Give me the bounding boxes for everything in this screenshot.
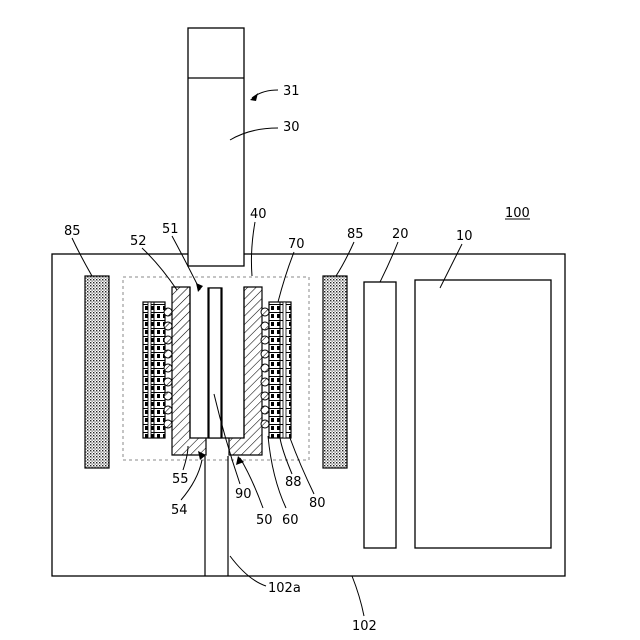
coil-60-right	[261, 308, 269, 428]
label-90: 90	[235, 487, 252, 502]
label-54: 54	[171, 503, 188, 518]
label-60: 60	[282, 513, 299, 528]
label-85-right: 85	[347, 227, 364, 242]
label-88: 88	[285, 475, 302, 490]
label-55: 55	[172, 472, 189, 487]
cartridge-30	[188, 28, 244, 266]
label-80: 80	[309, 496, 326, 511]
label-10: 10	[456, 229, 473, 244]
heater-film-right	[283, 302, 286, 438]
insulator-85-left	[85, 276, 109, 468]
label-50: 50	[256, 513, 273, 528]
label-102: 102	[352, 619, 377, 634]
insulator-85-right	[323, 276, 347, 468]
heater-film-left	[148, 302, 151, 438]
label-85-left: 85	[64, 224, 81, 239]
controller-20	[364, 282, 396, 548]
label-40: 40	[250, 207, 267, 222]
label-31: 31	[283, 84, 300, 99]
coil-60-left	[164, 308, 172, 428]
label-52: 52	[130, 234, 147, 249]
label-51: 51	[162, 222, 179, 237]
label-20: 20	[392, 227, 409, 242]
label-100: 100	[505, 206, 530, 221]
battery-10	[415, 280, 551, 548]
label-102a: 102a	[268, 581, 301, 596]
label-70: 70	[288, 237, 305, 252]
label-30: 30	[283, 120, 300, 135]
